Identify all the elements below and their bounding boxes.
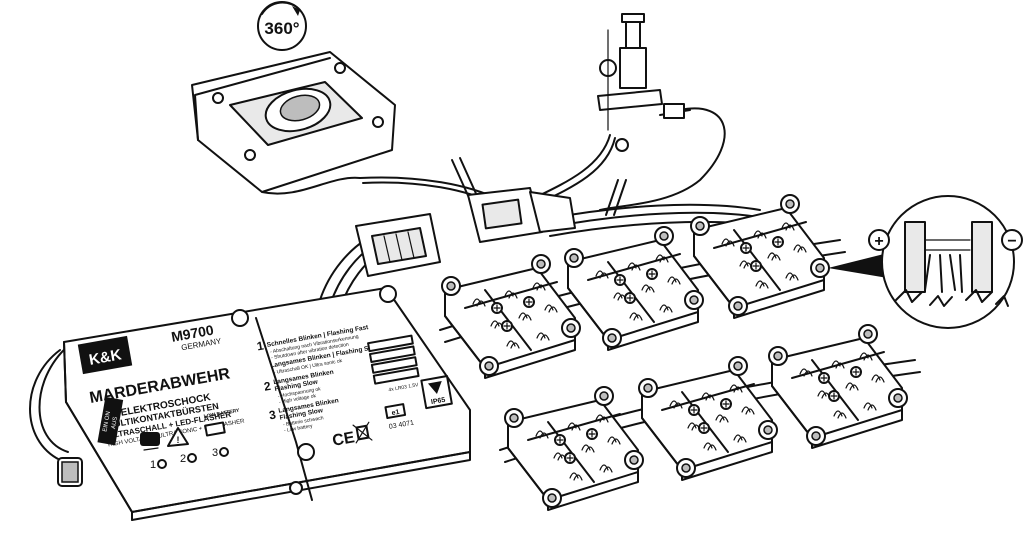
brand-logo: K&K	[88, 346, 123, 368]
led-indicator-2	[187, 453, 197, 463]
led-indicator-3	[219, 447, 229, 457]
plus-label: +	[874, 233, 883, 250]
contact-brush-group	[439, 194, 921, 511]
e-approval-number: 03 4071	[388, 420, 414, 431]
contact-brush-module	[690, 194, 830, 319]
pin-switch	[597, 13, 691, 152]
badge-360-label: 360°	[264, 19, 299, 38]
control-unit: K&K M9700 GERMANY MARDERABWEHR ELEKTROSC…	[29, 285, 471, 521]
ip-rating-icon	[427, 381, 442, 395]
minus-terminal-icon	[1001, 229, 1023, 251]
plug-connector-right	[467, 187, 576, 243]
indicator-2-number: 2	[180, 453, 186, 465]
step-number-3: 3	[268, 407, 277, 422]
rotation-360-badge: 360°	[257, 1, 307, 51]
plus-terminal-icon	[868, 229, 890, 251]
ce-mark: CE	[331, 429, 356, 450]
contact-brush-module	[441, 254, 581, 379]
contact-brush-module	[504, 386, 644, 511]
weee-bin-icon	[352, 421, 373, 444]
battery-spec: 4x LR03 1,5V	[388, 382, 420, 393]
vibration-car-icon	[140, 432, 160, 446]
battery-icon	[204, 421, 226, 437]
polarity-callout: + −	[828, 195, 1023, 329]
contact-brush-module	[564, 226, 704, 351]
indicator-1-number: 1	[150, 459, 156, 471]
power-switch	[57, 457, 83, 487]
minus-label: −	[1007, 233, 1016, 250]
switch-label-aus: AUS	[111, 416, 119, 429]
svg-text:!: !	[177, 435, 180, 445]
warning-triangle-icon	[167, 427, 189, 447]
model-number: M9700	[170, 322, 215, 345]
e-mark: e1	[391, 409, 400, 417]
contact-brush-module	[638, 356, 778, 481]
led-indicator-1	[157, 459, 167, 469]
battery-compartment-icon	[367, 334, 420, 385]
switch-label-on: EIN ON	[102, 411, 111, 432]
ultrasonic-speaker	[191, 51, 396, 195]
step-number-2: 2	[263, 379, 272, 394]
step-number-1: 1	[256, 338, 265, 353]
instr-4-sub2: - Low battery	[284, 423, 314, 434]
ip-rating: IP65	[431, 397, 447, 406]
contact-brush-module	[768, 324, 908, 449]
plug-connector-left	[355, 213, 441, 277]
indicator-3-number: 3	[212, 447, 218, 459]
